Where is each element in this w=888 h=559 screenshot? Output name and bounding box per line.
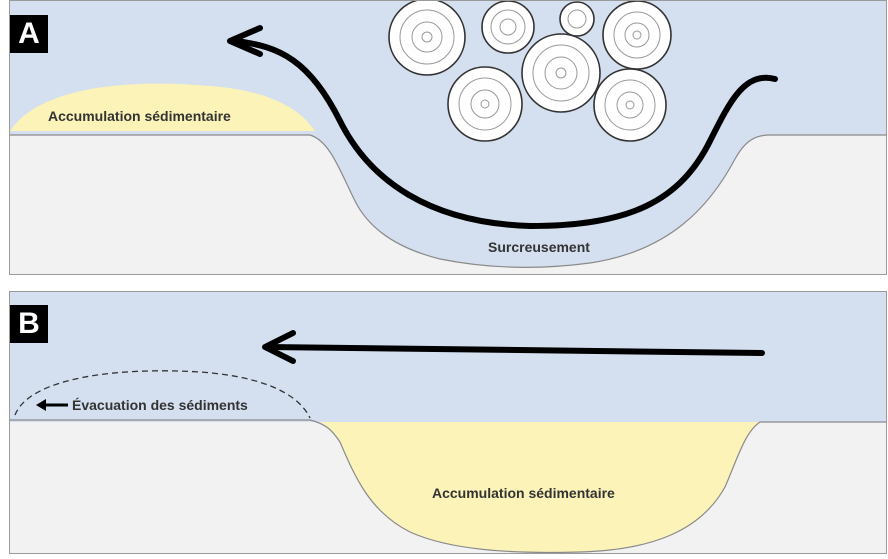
log-2 xyxy=(481,1,535,54)
overdeepening-label: Surcreusement xyxy=(488,239,590,255)
log-4 xyxy=(602,1,672,70)
evacuation-arrow-head xyxy=(36,399,46,411)
log-3 xyxy=(559,1,595,37)
sediment-fill xyxy=(320,422,760,553)
panel-a-drawing xyxy=(10,1,886,268)
flow-arrow-path xyxy=(265,344,765,356)
log-6 xyxy=(447,66,523,142)
flow-arrow-head xyxy=(227,25,263,57)
panel-b-letter: B xyxy=(10,305,48,343)
flow-arrow-path xyxy=(232,38,778,230)
panel-b-accumulation-label: Accumulation sédimentaire xyxy=(432,485,615,501)
panel-b: B Évacuation des sédiments Accumulation … xyxy=(9,291,887,554)
panel-a-accumulation-label: Accumulation sédimentaire xyxy=(48,108,231,124)
water-area xyxy=(10,292,886,422)
sediment-mound xyxy=(10,83,315,131)
log-7 xyxy=(593,68,667,142)
former-mound-dashed xyxy=(14,370,311,419)
flow-arrow-head xyxy=(262,330,296,364)
log-5 xyxy=(521,33,601,113)
riverbed-outline xyxy=(10,134,886,268)
riverbed-outline xyxy=(10,419,886,553)
water-area xyxy=(10,1,886,268)
panel-a-letter: A xyxy=(10,15,48,53)
evacuation-label: Évacuation des sédiments xyxy=(72,397,248,413)
boulders-icon xyxy=(388,1,672,142)
panel-b-drawing xyxy=(10,292,886,553)
log-1 xyxy=(388,1,466,76)
panel-a: A Accumulation sédimentaire Surcreusemen… xyxy=(9,0,887,275)
